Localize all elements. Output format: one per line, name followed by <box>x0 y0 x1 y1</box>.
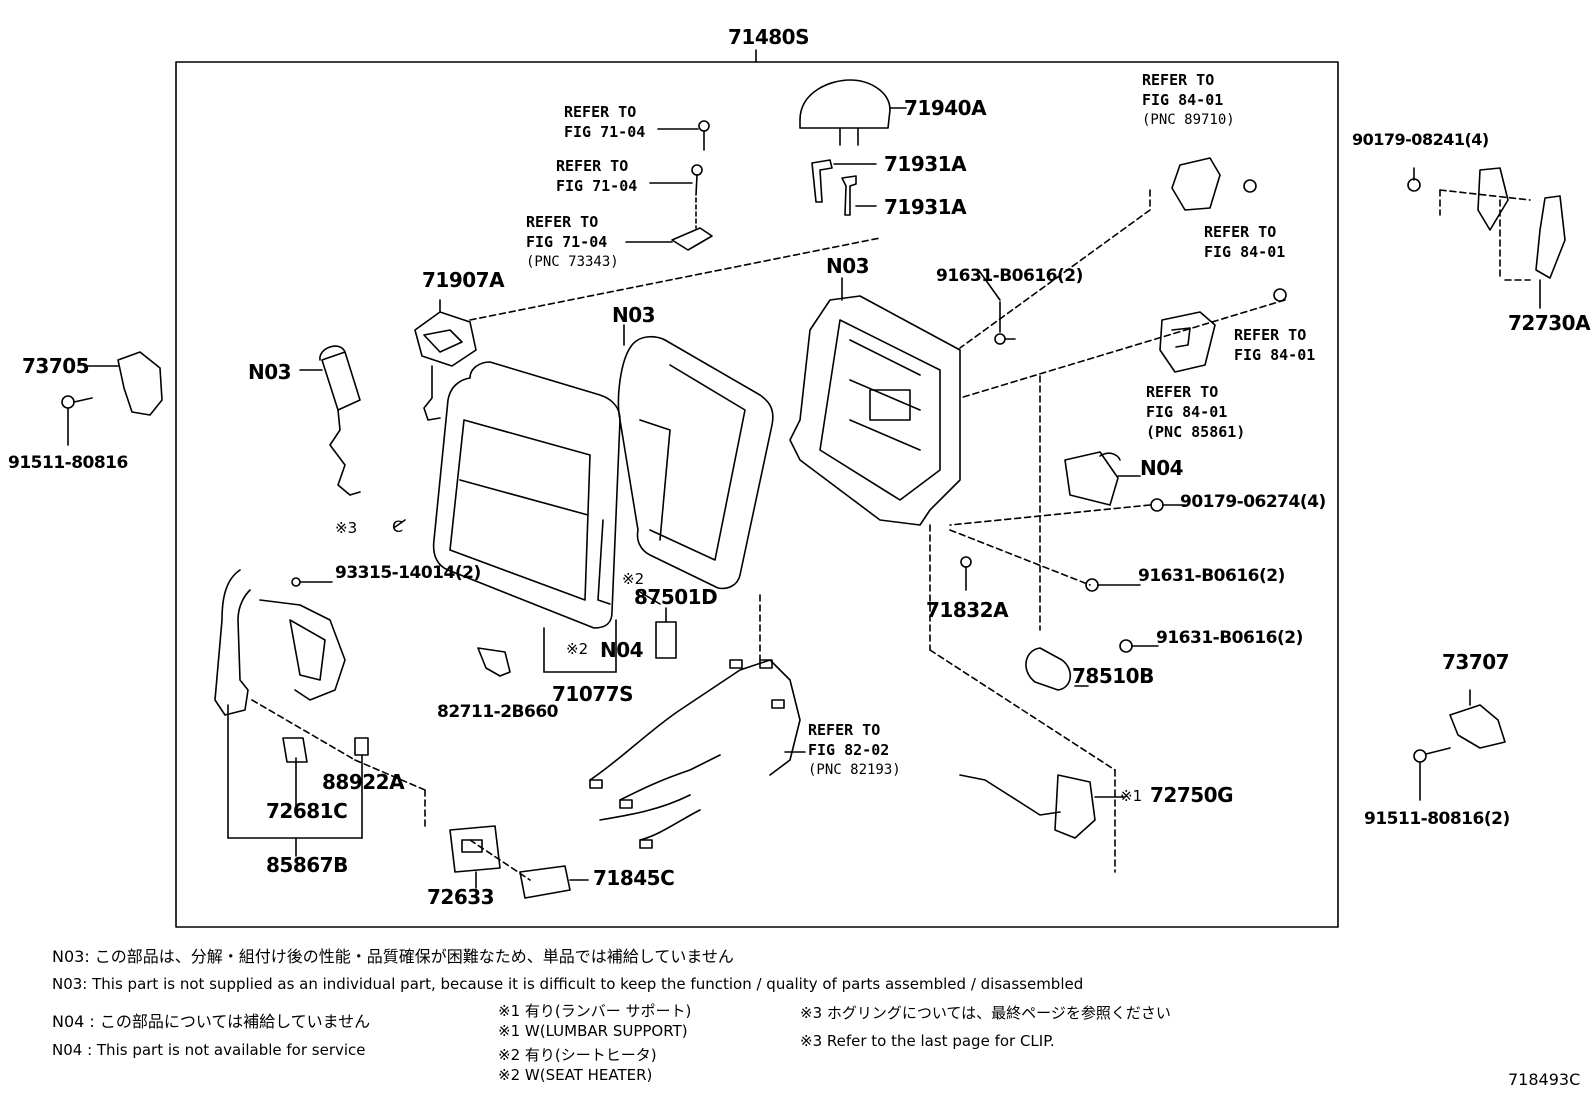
note-lumbar-english: ※1 W(LUMBAR SUPPORT) <box>498 1022 688 1040</box>
lever-assembly-drawing <box>214 569 369 857</box>
refer-fig-84-01-d-pnc: (PNC 85861) <box>1146 423 1246 441</box>
bracket-72730a-drawing <box>1407 167 1566 309</box>
assembly-part-number[interactable]: 71480S <box>728 25 809 49</box>
part-91631-b0616-label-b[interactable]: 91631-B0616(2) <box>1138 566 1285 586</box>
refer-fig-84-01-d[interactable]: REFER TO FIG 84-01 <box>1146 383 1228 421</box>
lumbar-motor-drawing <box>959 774 1126 839</box>
n03-code-pad: N03 <box>248 360 292 384</box>
part-73705-label[interactable]: 73705 <box>22 354 90 378</box>
refer-fig-71-04-a[interactable]: REFER TO FIG 71-04 <box>564 103 646 141</box>
note-n03-english: N03: This part is not supplied as an ind… <box>52 975 1084 993</box>
note-lumbar-japanese: ※1 有り(ランバー サポート) <box>498 1002 692 1020</box>
part-71931a-label-2[interactable]: 71931A <box>884 195 967 219</box>
part-91511-80816-label[interactable]: 91511-80816 <box>8 453 128 473</box>
part-85867b-label[interactable]: 85867B <box>266 853 348 877</box>
mark-clip: ※3 <box>335 519 358 537</box>
part-71907a-label[interactable]: 71907A <box>422 268 505 292</box>
mark-lumbar: ※1 <box>1120 787 1143 805</box>
part-72681c-label[interactable]: 72681C <box>266 799 348 823</box>
note-clip-english: ※3 Refer to the last page for CLIP. <box>800 1032 1055 1050</box>
refer-fig-71-04-c-pnc: (PNC 73343) <box>526 254 619 270</box>
ecu-drawings <box>1159 157 1287 373</box>
clamp-82711-drawing <box>477 647 511 677</box>
refer-fig-71-04-b[interactable]: REFER TO FIG 71-04 <box>556 157 638 195</box>
wire-harness-drawing <box>589 659 806 849</box>
diagram-code: 718493C <box>1508 1070 1581 1089</box>
part-72633-label[interactable]: 72633 <box>427 885 495 909</box>
part-71931a-label-1[interactable]: 71931A <box>884 152 967 176</box>
heater-switch-drawing <box>655 607 677 659</box>
n04-code-heater: N04 <box>600 638 644 662</box>
leader-lines <box>251 189 1531 881</box>
refer-fig-84-01-c[interactable]: REFER TO FIG 84-01 <box>1234 326 1316 364</box>
refer-fig-84-01-a[interactable]: REFER TO FIG 84-01 <box>1142 71 1224 109</box>
refer-fig-82-02-pnc: (PNC 82193) <box>808 762 901 778</box>
seatback-cover-drawing <box>617 324 774 590</box>
part-91511-80816-2-label[interactable]: 91511-80816(2) <box>1364 809 1510 829</box>
part-72730a-label[interactable]: 72730A <box>1508 311 1591 335</box>
part-72750g-label[interactable]: 72750G <box>1150 783 1234 807</box>
pocket-drawing <box>449 825 589 899</box>
part-91631-b0616-label-a[interactable]: 91631-B0616(2) <box>936 266 1083 286</box>
refer-fig-82-02[interactable]: REFER TO FIG 82-02 <box>808 721 890 759</box>
refer-fig-71-04-c[interactable]: REFER TO FIG 71-04 <box>526 213 608 251</box>
n03-code-cover: N03 <box>612 303 656 327</box>
refer-fig-84-01-a-pnc: (PNC 89710) <box>1142 112 1235 128</box>
bolt-drawings <box>960 301 1186 653</box>
part-73707-label[interactable]: 73707 <box>1442 650 1510 674</box>
note-n04-english: N04 : This part is not available for ser… <box>52 1041 366 1059</box>
note-clip-japanese: ※3 ホグリングについては、最終ページを参照ください <box>800 1004 1171 1022</box>
note-heater-english: ※2 W(SEAT HEATER) <box>498 1066 653 1084</box>
part-87501d-label[interactable]: 87501D <box>634 585 718 609</box>
part-82711-2b660-label[interactable]: 82711-2B660 <box>437 702 558 722</box>
recliner-drawing <box>414 237 881 421</box>
n04-pad-drawing <box>1064 451 1141 506</box>
note-n04-japanese: N04 : この部品については補給していません <box>52 1012 371 1031</box>
mark-heater-b: ※2 <box>566 640 589 658</box>
part-71845c-label[interactable]: 71845C <box>593 866 675 890</box>
n04-code-pad: N04 <box>1140 456 1184 480</box>
clip-symbol: C <box>392 517 404 536</box>
part-93315-14014-label[interactable]: 93315-14014(2) <box>335 563 481 583</box>
screw-drawings <box>625 120 713 251</box>
bracket-73705-drawing <box>61 351 163 446</box>
headrest-guide-drawing <box>811 159 877 216</box>
part-90179-06274-label[interactable]: 90179-06274(4) <box>1180 492 1326 512</box>
assembly-frame <box>175 61 1339 928</box>
headrest-drawing <box>799 79 907 146</box>
seatback-cushion-drawing <box>432 361 621 673</box>
note-n03-japanese: N03: この部品は、分解・組付け後の性能・品質確保が困難なため、単品では補給し… <box>52 947 734 966</box>
part-71832a-label[interactable]: 71832A <box>926 598 1009 622</box>
mark-heater-a: ※2 <box>622 570 645 588</box>
clip-78510b-drawing <box>1025 647 1089 691</box>
part-88922a-label[interactable]: 88922A <box>322 770 405 794</box>
bracket-73707-drawing <box>1413 689 1506 801</box>
part-71077s-label[interactable]: 71077S <box>552 682 633 706</box>
part-78510b-label[interactable]: 78510B <box>1072 664 1154 688</box>
seatback-frame-drawing <box>789 277 961 526</box>
note-heater-japanese: ※2 有り(シートヒータ) <box>498 1046 657 1064</box>
lumbar-pad-drawing <box>299 345 361 496</box>
refer-fig-84-01-b[interactable]: REFER TO FIG 84-01 <box>1204 223 1286 261</box>
part-91631-b0616-label-c[interactable]: 91631-B0616(2) <box>1156 628 1303 648</box>
n03-code-frame: N03 <box>826 254 870 278</box>
part-90179-08241-label[interactable]: 90179-08241(4) <box>1352 130 1489 149</box>
part-71940a-label[interactable]: 71940A <box>904 96 987 120</box>
